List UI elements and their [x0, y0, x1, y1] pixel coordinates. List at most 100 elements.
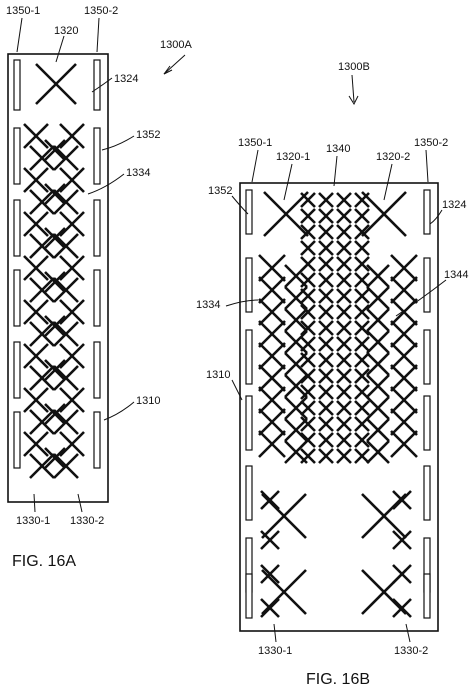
slot-right-b: [423, 465, 431, 521]
x-mark-small-b: [354, 240, 370, 256]
x-mark-b: [366, 352, 390, 376]
x-mark-small-b: [336, 336, 352, 352]
x-mark-b: [258, 408, 286, 436]
slot-left-b: [245, 329, 253, 385]
slot-right-a: [93, 269, 101, 327]
x-mark-a: [23, 123, 49, 149]
x-mark-a: [53, 277, 79, 303]
label-1324-b: 1324: [442, 199, 466, 211]
x-mark-a: [59, 211, 85, 237]
slot-right-b: [423, 257, 431, 313]
x-mark-a: [44, 447, 66, 469]
x-mark-a: [44, 139, 66, 161]
x-mark-b: [260, 598, 280, 618]
x-mark-small-b: [336, 384, 352, 400]
x-mark-small-b: [300, 288, 316, 304]
x-mark-small-b: [354, 208, 370, 224]
x-mark-small-b: [318, 416, 334, 432]
x-mark-small-b: [354, 448, 370, 464]
x-mark-a: [23, 343, 49, 369]
label-1330-1-a: 1330-1: [16, 515, 50, 527]
x-mark-small-b: [300, 192, 316, 208]
x-mark-small-b: [336, 400, 352, 416]
x-mark-small-b: [336, 448, 352, 464]
label-1350-2-a: 1350-2: [84, 5, 118, 17]
slot-left-a: [13, 127, 21, 185]
x-mark-a: [23, 255, 49, 281]
x-mark-a: [44, 403, 66, 425]
x-mark-a: [44, 183, 66, 205]
x-mark-a: [59, 299, 85, 325]
big-x-mark-b: [361, 191, 407, 237]
x-marks-16b: [258, 191, 418, 618]
label-1334-b: 1334: [196, 299, 220, 311]
label-1352-a: 1352: [136, 129, 160, 141]
slot-left-a: [13, 199, 21, 257]
x-mark-b: [366, 440, 390, 464]
x-mark-b: [390, 342, 418, 370]
x-mark-b: [366, 396, 390, 420]
leaders-16b: [225, 74, 447, 643]
x-mark-a: [29, 453, 55, 479]
x-mark-small-b: [336, 288, 352, 304]
slot-left-a: [13, 411, 21, 469]
leaders-16a: [16, 17, 186, 513]
label-1350-1-a: 1350-1: [6, 5, 40, 17]
figure-16a: 1350-1 1350-2 1320 1300A 1324 1352 1334 …: [6, 5, 192, 570]
x-mark-small-b: [336, 256, 352, 272]
slot-left-b: [245, 573, 253, 619]
x-mark-b: [390, 364, 418, 392]
x-mark-a: [29, 277, 55, 303]
x-mark-a: [29, 189, 55, 215]
label-1300b: 1300B: [338, 61, 370, 73]
slot-left-b: [245, 465, 253, 521]
arrow-head-16a: [163, 65, 173, 75]
x-mark-small-b: [300, 208, 316, 224]
x-mark-small-b: [336, 432, 352, 448]
x-mark-small-b: [354, 320, 370, 336]
x-mark-small-b: [318, 336, 334, 352]
x-mark-small-b: [354, 224, 370, 240]
x-mark-small-b: [318, 256, 334, 272]
x-mark-small-b: [336, 208, 352, 224]
x-mark-a: [44, 359, 66, 381]
x-mark-small-b: [318, 320, 334, 336]
x-mark-small-b: [336, 352, 352, 368]
x-mark-b: [366, 374, 390, 398]
label-1320-1-b: 1320-1: [276, 151, 310, 163]
x-mark-small-b: [354, 432, 370, 448]
slot-left-a: [13, 59, 21, 111]
x-mark-b: [390, 276, 418, 304]
label-1320-a: 1320: [54, 25, 78, 37]
label-1352-b: 1352: [208, 185, 232, 197]
slot-right-b: [423, 329, 431, 385]
slot-left-b: [245, 257, 253, 313]
x-mark-small-b: [318, 224, 334, 240]
x-mark-a: [29, 365, 55, 391]
slot-right-a: [93, 59, 101, 111]
x-mark-small-b: [300, 400, 316, 416]
label-1324-a: 1324: [114, 73, 138, 85]
x-mark-small-b: [354, 192, 370, 208]
label-1344-b: 1344: [444, 269, 468, 281]
x-mark-b: [390, 430, 418, 458]
x-mark-b: [366, 308, 390, 332]
panel-16b: [239, 182, 439, 632]
x-mark-b: [258, 276, 286, 304]
x-mark-b: [258, 298, 286, 326]
slot-left-a: [13, 341, 21, 399]
label-1330-2-b: 1330-2: [394, 645, 428, 657]
x-mark-b: [366, 330, 390, 354]
x-mark-a: [59, 387, 85, 413]
x-mark-b: [390, 254, 418, 282]
x-mark-small-b: [300, 336, 316, 352]
x-mark-small-b: [354, 304, 370, 320]
x-mark-a: [53, 233, 79, 259]
label-1330-2-a: 1330-2: [70, 515, 104, 527]
slot-right-b: [423, 189, 431, 235]
label-1350-2-b: 1350-2: [414, 137, 448, 149]
slots-16a: [13, 59, 101, 469]
x-mark-a: [53, 453, 79, 479]
x-mark-b: [390, 386, 418, 414]
